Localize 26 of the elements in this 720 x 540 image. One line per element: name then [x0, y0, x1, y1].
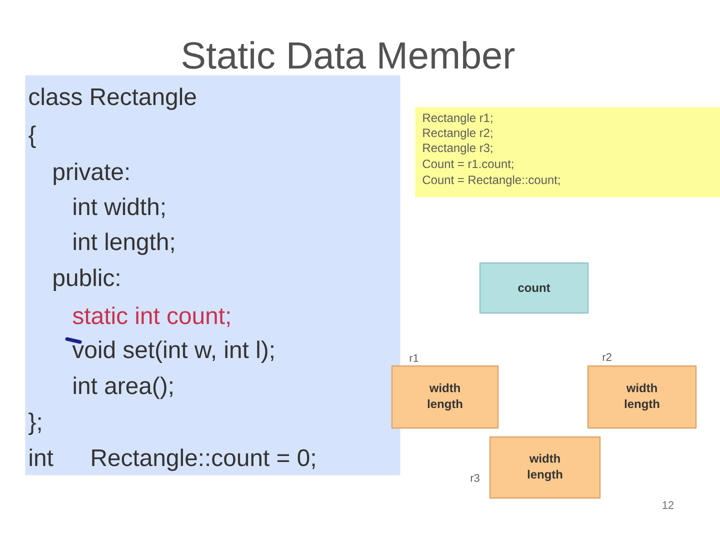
code-line: {	[28, 126, 36, 148]
object-box: width length	[391, 365, 499, 429]
code-line: private:	[54, 162, 128, 185]
page-number: 12	[662, 501, 674, 509]
note-line: Rectangle r1;	[423, 113, 492, 124]
note-line: Count = Rectangle::count;	[422, 175, 560, 186]
code-line: public:	[54, 268, 120, 291]
code-line: class Rectangle	[29, 88, 196, 110]
code-line: void set(int w, int l);	[72, 340, 274, 363]
object-box: width length	[489, 436, 601, 499]
object-box: width length	[587, 365, 697, 429]
code-line: };	[28, 412, 41, 435]
member-box: count	[479, 262, 589, 314]
object-label: r2	[602, 353, 612, 361]
code-line: int area();	[74, 376, 172, 399]
note-line: Rectangle r2;	[423, 128, 492, 140]
code-line: int	[30, 448, 54, 466]
code-line: int length;	[74, 232, 174, 255]
code-line: Rectangle::count = 0;	[92, 448, 315, 471]
note-line: Rectangle r3;	[423, 143, 492, 154]
object-label: r1	[410, 354, 418, 362]
object-label: r3	[470, 474, 480, 482]
note-line: Count = r1.count;	[422, 160, 514, 170]
code-line: int width;	[74, 198, 164, 218]
code-line: static int count;	[72, 306, 230, 328]
slide-title: Static Data Member	[182, 41, 515, 69]
